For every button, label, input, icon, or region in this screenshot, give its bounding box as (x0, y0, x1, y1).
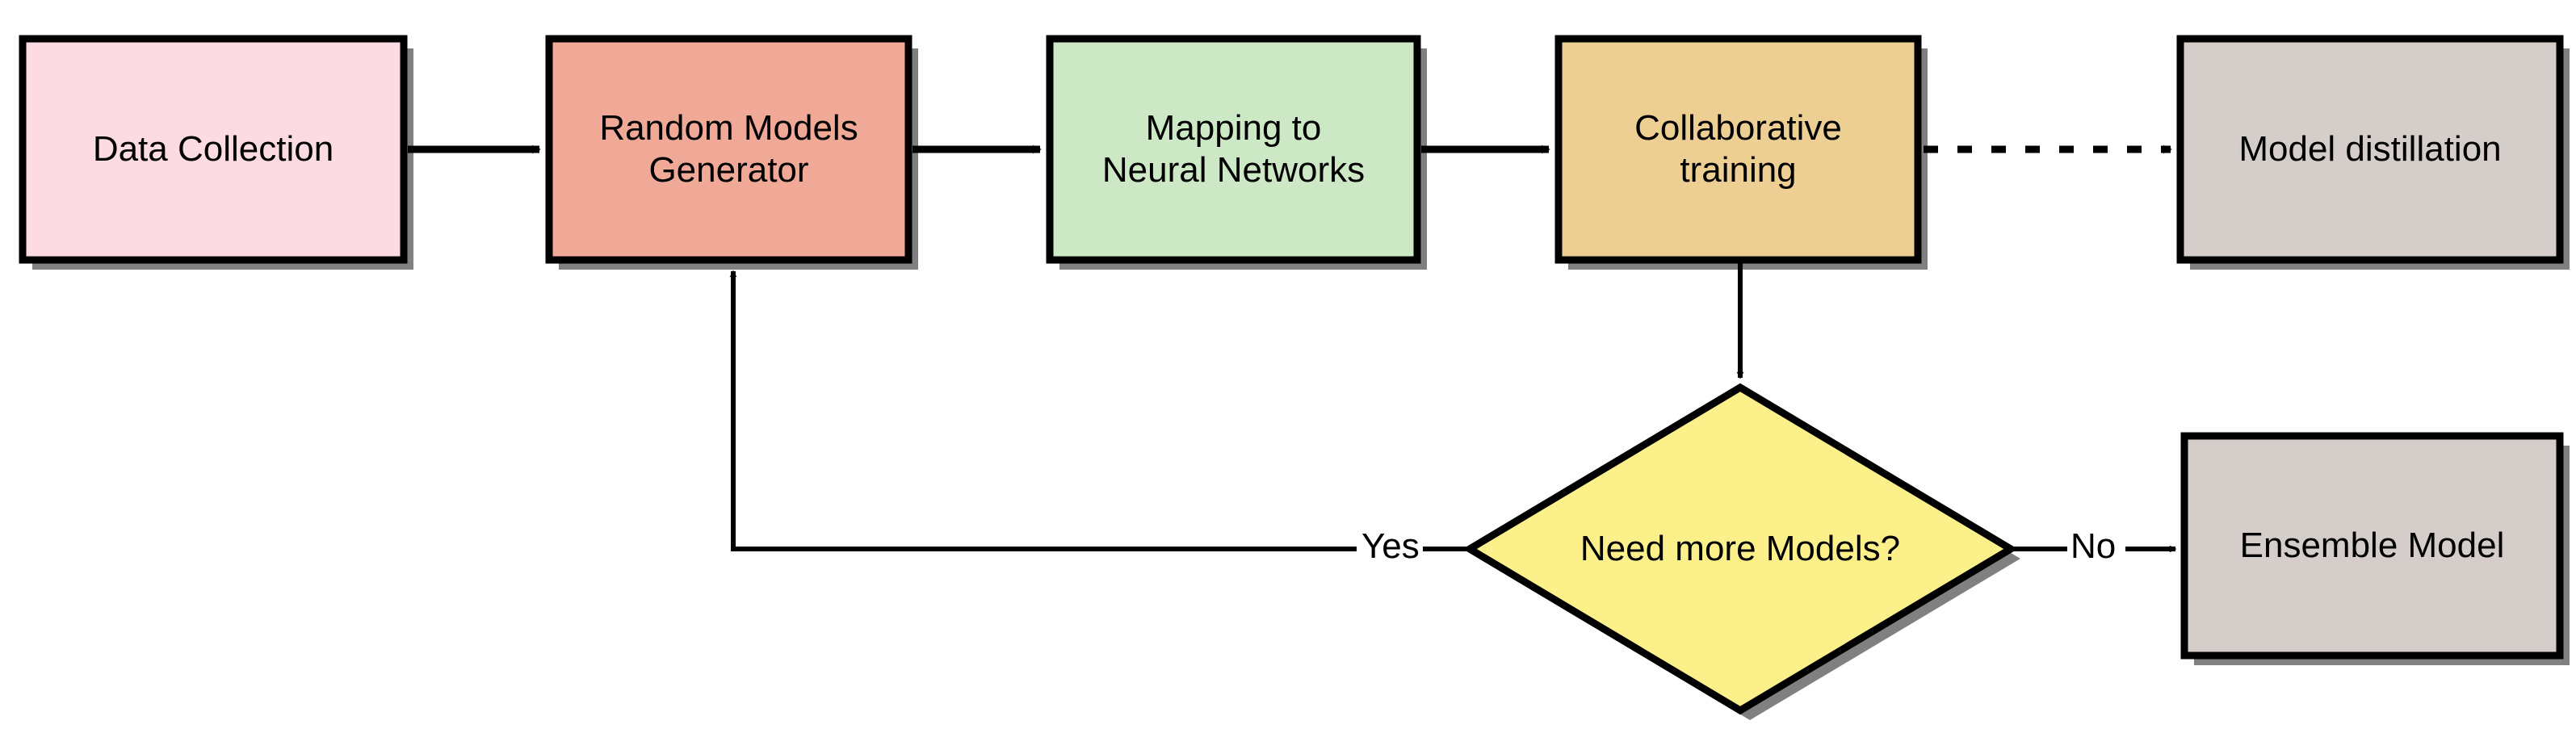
edge-need-more-models-to-random-models-generator-segment-b (729, 270, 1357, 551)
node-random-models-generator[interactable] (545, 35, 913, 264)
node-collaborative-training[interactable] (1554, 35, 1922, 264)
node-mapping-to-neural-networks[interactable] (1046, 35, 1421, 264)
node-ensemble-model[interactable] (2180, 432, 2564, 660)
node-model-distillation[interactable] (2176, 35, 2564, 264)
node-data-collection[interactable] (19, 35, 408, 264)
node-need-more-models[interactable] (1462, 383, 2018, 715)
